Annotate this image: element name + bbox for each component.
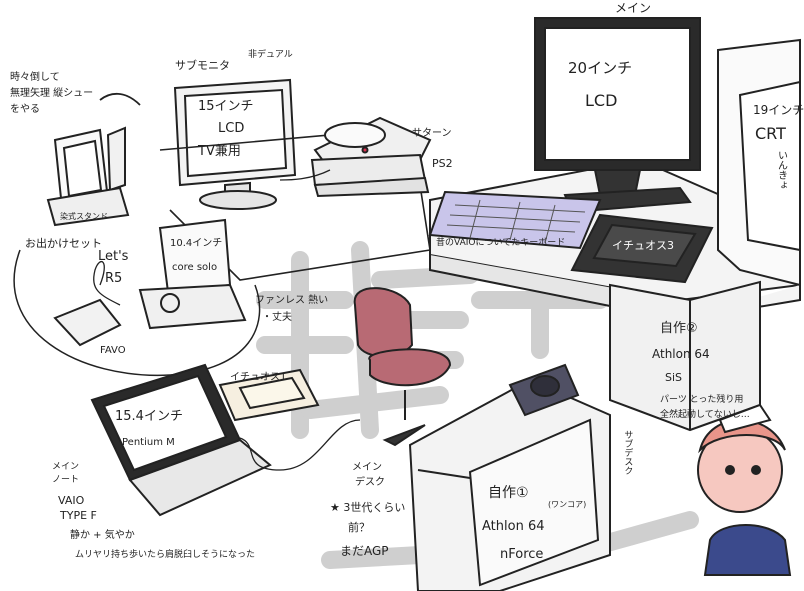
main-monitor-type: LCD	[585, 91, 618, 110]
outing-set-outline	[13, 249, 261, 377]
sub-monitor-size: 15インチ	[198, 99, 254, 114]
lets-note-2: ・丈夫	[262, 312, 292, 323]
vaio-note-1: 静か + 気やか	[70, 530, 135, 541]
sub-monitor-extra: 非デュアル	[248, 50, 293, 60]
vaio-laptop	[90, 363, 272, 517]
main-pc-caption-2: デスク	[355, 477, 385, 488]
main-pc-note-1: ★ 3世代くらい	[330, 501, 406, 514]
sub-monitor-note: TV兼用	[198, 144, 241, 159]
handheld-console	[46, 126, 130, 227]
crt-size: 19インチ	[753, 103, 804, 117]
handheld-note-2: 無理矢理 縦シュー	[10, 88, 94, 99]
crt-monitor	[717, 38, 801, 287]
mouse	[508, 363, 580, 417]
main-pc-note-2: 前？	[348, 521, 370, 534]
main-monitor-size: 20インチ	[568, 59, 633, 77]
pc-tower-1	[408, 378, 611, 591]
main-pc-cpu-note: (ワンコア)	[548, 500, 587, 509]
small-tablet-label: イチュオス1	[230, 372, 287, 383]
lets-cpu: core solo	[172, 262, 218, 273]
vaio-size: 15.4インチ	[115, 409, 183, 424]
handheld-arrow	[99, 92, 141, 106]
crt-type: CRT	[755, 124, 786, 143]
favo-label: FAVO	[100, 345, 126, 356]
game-consoles	[310, 116, 432, 198]
handheld-note-3: をやる	[10, 104, 40, 115]
main-monitor-caption: メイン	[615, 1, 652, 15]
sub-monitor-type: LCD	[218, 121, 245, 136]
sub-monitor-caption: サブモニタ	[175, 59, 230, 72]
handheld-stand: 染式スタンド	[60, 212, 108, 221]
lets-note-laptop	[138, 218, 247, 330]
cables	[93, 169, 361, 471]
crt-note: いんきょ	[775, 150, 787, 190]
vaio-caption-2: ノート	[52, 475, 80, 485]
vaio-brand: VAIO	[58, 494, 85, 507]
small-pen-tablet	[218, 368, 320, 422]
favo-drive	[53, 298, 122, 347]
lets-note-1: ファンレス 熱い	[255, 295, 329, 306]
ps2-label: PS2	[432, 157, 453, 170]
vaio-note-2: ムリヤリ持ち歩いたら肩脱臼しそうになった	[75, 550, 256, 560]
vaio-cpu: Pentium M	[122, 437, 175, 448]
outing-set-caption: お出かけセット	[25, 237, 102, 250]
main-pc-note-3: まだAGP	[340, 544, 389, 558]
lets-size: 10.4インチ	[170, 238, 223, 249]
pen-tablet-3	[570, 213, 714, 284]
vaio-caption-1: メイン	[52, 462, 80, 472]
main-pc-chipset: nForce	[500, 547, 544, 562]
handheld-note-1: 時々倒して	[10, 72, 60, 83]
pc2-title: 自作②	[660, 321, 698, 336]
pc2-cpu: Athlon 64	[652, 347, 710, 361]
tablet-3-label: イチュオス3	[612, 239, 674, 252]
maid-character	[697, 403, 792, 576]
keyboard-note: 昔のVAIOについてたキーボード	[436, 238, 566, 248]
lets-brand: Let's	[98, 249, 129, 264]
main-pc-cpu: Athlon 64	[482, 519, 545, 534]
main-pc-title: 自作①	[488, 485, 529, 501]
pc2-note-2: 全然起動してないし…	[660, 410, 750, 420]
vaio-model: TYPE F	[60, 509, 97, 522]
office-chair	[353, 287, 452, 447]
keyboard	[428, 190, 602, 250]
sub-desk-label: サブデスク	[622, 430, 633, 475]
pc2-chipset: SiS	[665, 371, 683, 384]
lets-model: R5	[105, 271, 123, 286]
main-pc-caption-1: メイン	[352, 462, 382, 473]
pc2-note-1: パーツ とった残り用	[660, 395, 744, 405]
saturn-label: サターン	[412, 128, 452, 139]
sub-monitor	[173, 78, 297, 210]
